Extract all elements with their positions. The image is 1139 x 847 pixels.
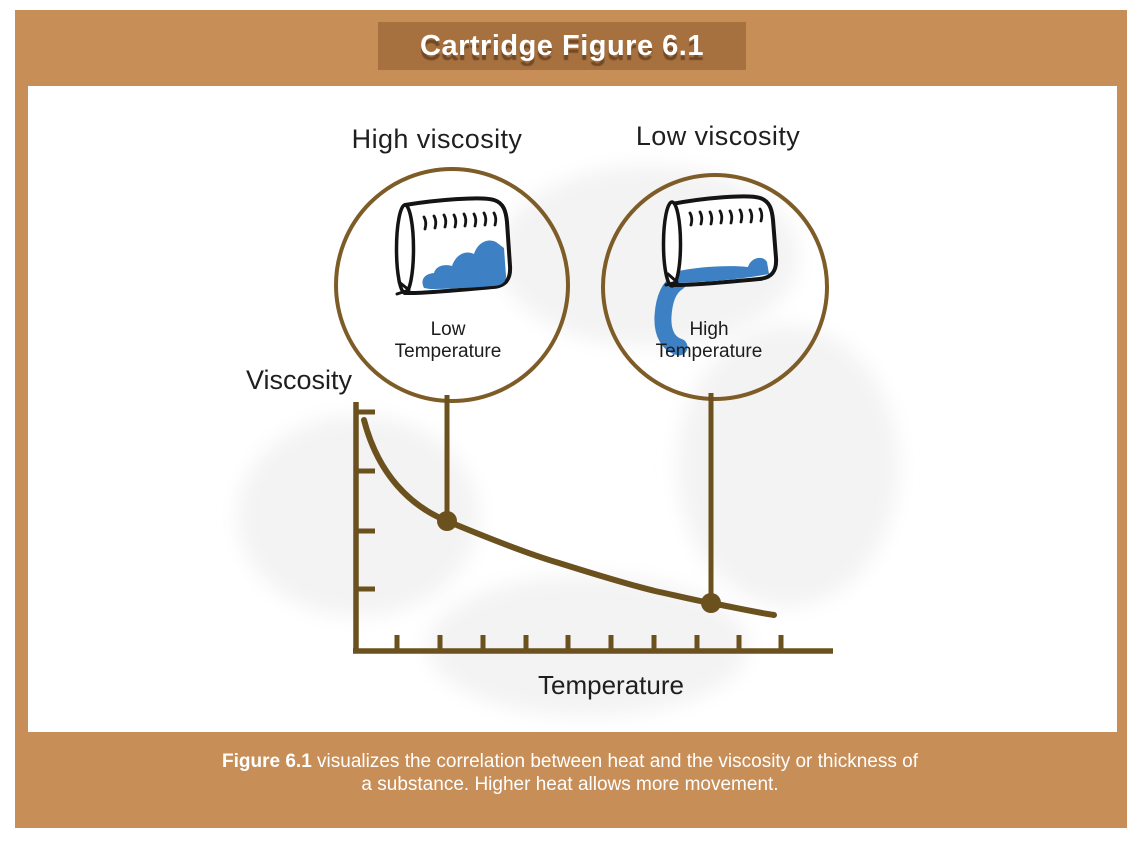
high-temp-point <box>701 593 721 613</box>
caption-line1: visualizes the correlation between heat … <box>311 751 918 772</box>
x-axis-label: Temperature <box>538 670 684 700</box>
high-viscosity-label: High viscosity <box>351 124 523 154</box>
low-viscosity-label: Low viscosity <box>635 121 801 151</box>
figure-title: Cartridge Figure 6.1 <box>420 29 704 62</box>
x-axis-ticks <box>394 635 784 651</box>
y-axis-label: Viscosity <box>246 365 353 395</box>
beaker-body <box>670 194 779 287</box>
beaker-rim <box>394 203 416 295</box>
viscosity-temperature-graph <box>353 393 833 654</box>
caption-line2: a substance. Higher heat allows more mov… <box>361 774 779 795</box>
diagram-canvas: High viscosity Low viscosity <box>28 86 1117 732</box>
tilted-beaker-fast-pour-illustration <box>654 194 779 356</box>
liquid-band <box>674 257 769 283</box>
pouring-stream <box>654 273 688 356</box>
beaker-rim <box>661 200 683 288</box>
high-viscosity-circle <box>334 167 570 403</box>
low-temperature-label: Low Temperature <box>394 319 502 362</box>
figure-caption: Figure 6.1 visualizes the correlation be… <box>30 750 1110 796</box>
y-axis-ticks <box>356 409 375 592</box>
caption-figure-number: Figure 6.1 <box>222 751 312 772</box>
liquid-pool <box>422 240 506 289</box>
low-viscosity-circle <box>601 173 829 401</box>
measure-ticks <box>688 207 764 227</box>
spout-mark <box>395 280 411 296</box>
figure-title-banner: Cartridge Figure 6.1 <box>378 22 746 70</box>
tilted-beaker-slow-pour-illustration <box>394 196 513 296</box>
spout-mark <box>664 272 679 287</box>
low-temp-point <box>437 511 457 531</box>
measure-ticks <box>422 211 498 231</box>
high-temperature-label: High Temperature <box>655 319 763 362</box>
